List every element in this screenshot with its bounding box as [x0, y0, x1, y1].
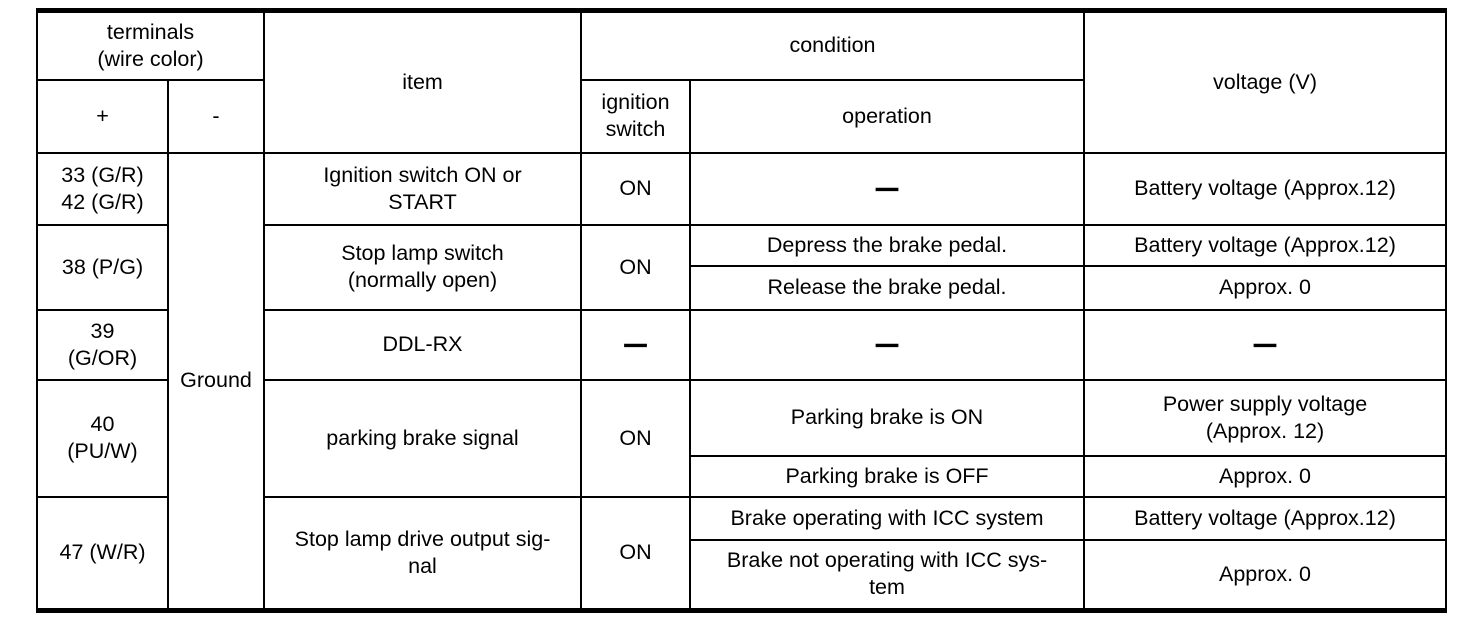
terminal-cell-40: 40 (PU/W)	[36, 378, 169, 498]
item-cell-stop-lamp-drive-output: Stop lamp drive output sig- nal	[263, 495, 582, 612]
voltage-cell: Power supply voltage (Approx. 12)	[1083, 378, 1447, 457]
table-row: 33 (G/R) 42 (G/R) Ground Ignition switch…	[36, 151, 1447, 612]
ignition-cell: ON	[580, 378, 691, 498]
ignition-cell-dash: —	[580, 308, 691, 381]
operation-cell-dash: —	[689, 151, 1085, 226]
header-terminal-minus: -	[167, 78, 265, 154]
voltage-cell: Approx. 0	[1083, 538, 1447, 612]
terminal-cell-33-42: 33 (G/R) 42 (G/R)	[36, 151, 169, 226]
header-terminal-plus: +	[36, 78, 169, 154]
ground-cell: Ground	[167, 151, 265, 612]
ignition-cell: ON	[580, 151, 691, 226]
voltage-cell: Battery voltage (Approx.12)	[1083, 151, 1447, 226]
operation-cell: Depress the brake pedal.	[689, 223, 1085, 267]
table-row: 38 (P/G) Stop lamp switch (normally open…	[36, 223, 1447, 311]
operation-cell: Brake not operating with ICC sys- tem	[689, 538, 1085, 612]
table-row: 40 (PU/W) parking brake signal ON Parkin…	[36, 378, 1447, 498]
table-row: 47 (W/R) Stop lamp drive output sig- nal…	[36, 495, 1447, 612]
item-cell-ddl-rx: DDL-RX	[263, 308, 582, 381]
ignition-cell: ON	[580, 495, 691, 612]
header-condition: condition	[580, 9, 1085, 81]
operation-cell: Parking brake is OFF	[689, 454, 1085, 498]
header-row-2: + - ignition switch operation	[36, 78, 1446, 154]
voltage-cell: Approx. 0	[1083, 264, 1447, 311]
terminal-cell-47: 47 (W/R)	[36, 495, 169, 612]
terminal-voltage-table: terminals (wire color) item condition vo…	[36, 8, 1447, 613]
voltage-cell: Approx. 0	[1083, 454, 1447, 498]
header-operation: operation	[689, 78, 1085, 154]
table-row: Brake not operating with ICC sys- tem Ap…	[37, 538, 1447, 612]
header-item: item	[263, 9, 582, 154]
voltage-cell: Battery voltage (Approx.12)	[1083, 495, 1447, 541]
header-terminals: terminals (wire color)	[36, 9, 265, 81]
item-cell-ignition-switch: Ignition switch ON or START	[263, 151, 582, 226]
item-cell-parking-brake-signal: parking brake signal	[263, 378, 582, 498]
voltage-cell-dash: —	[1083, 308, 1447, 381]
header-ignition-switch: ignition switch	[580, 78, 691, 154]
operation-cell: Parking brake is ON	[689, 378, 1085, 457]
table-row: 39 (G/OR) DDL-RX — — —	[36, 308, 1447, 381]
ignition-cell: ON	[580, 223, 691, 311]
operation-cell: Release the brake pedal.	[689, 264, 1085, 311]
header-voltage: voltage (V)	[1083, 9, 1447, 154]
item-cell-stop-lamp-switch: Stop lamp switch (normally open)	[263, 223, 582, 311]
operation-cell: Brake operating with ICC system	[689, 495, 1085, 541]
voltage-cell: Battery voltage (Approx.12)	[1083, 223, 1447, 267]
header-row-1: terminals (wire color) item condition vo…	[36, 9, 1447, 154]
operation-cell-dash: —	[689, 308, 1085, 381]
terminal-cell-39: 39 (G/OR)	[36, 308, 169, 381]
table-row: Parking brake is OFF Approx. 0	[37, 454, 1447, 498]
table-row: Release the brake pedal. Approx. 0	[37, 264, 1447, 311]
terminal-cell-38: 38 (P/G)	[36, 223, 169, 311]
